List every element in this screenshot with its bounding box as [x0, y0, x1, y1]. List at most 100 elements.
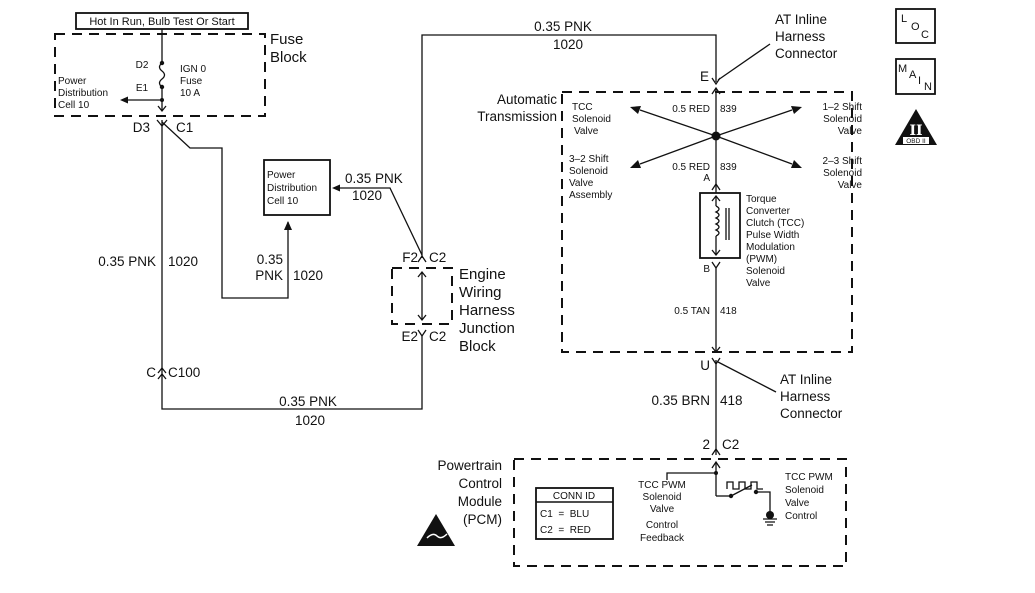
- conn-id-row-c2: C2 = RED: [540, 525, 591, 536]
- wire-to-pdc-box: [161, 121, 289, 299]
- c100-conn-label: C100: [168, 365, 200, 380]
- obd-ii-icon[interactable]: II OBD II: [895, 109, 937, 145]
- ground-icon: [766, 511, 774, 519]
- at-bottom-label-2: Harness: [780, 389, 831, 404]
- shift32-3: Valve: [569, 178, 594, 189]
- junction-f2-label: F2: [402, 250, 418, 265]
- pcm-label-1: Powertrain: [437, 458, 502, 473]
- shift12-1: 1–2 Shift: [823, 102, 863, 113]
- fuse-rating: 10 A: [180, 88, 200, 99]
- wire-mid-color: PNK: [255, 268, 283, 283]
- at-bottom-label-3: Connector: [780, 406, 843, 421]
- shift32-2: Solenoid: [569, 166, 608, 177]
- fuse-type: Fuse: [180, 76, 203, 87]
- control-3: Valve: [785, 498, 810, 509]
- wire-brn-gauge: 0.35 BRN: [651, 393, 710, 408]
- obd-caption: OBD II: [906, 138, 926, 145]
- pwm-label-6: (PWM): [746, 254, 777, 265]
- hot-in-run-text: Hot In Run, Bulb Test Or Start: [89, 16, 234, 28]
- at-pin-e-label: E: [700, 69, 709, 84]
- conn-id-table: CONN ID C1 = BLU C2 = RED: [535, 487, 614, 540]
- wire-839-upper-circuit: 839: [720, 104, 737, 115]
- hot-in-run-label: Hot In Run, Bulb Test Or Start: [75, 12, 249, 30]
- tcc-pwm-solenoid: [699, 192, 741, 259]
- main-a: A: [909, 69, 917, 81]
- tcc-valve-2: Solenoid: [572, 114, 611, 125]
- automatic-transmission: Automatic Transmission 0.5 RED 839 0.5 R…: [477, 86, 863, 354]
- conn-c1-label: C1: [176, 120, 193, 135]
- transmission-label-1: Automatic: [497, 92, 557, 107]
- wire-bottom-circuit: 1020: [295, 413, 325, 428]
- arrow-12shift-icon: [791, 106, 802, 114]
- pcm-label-3: Module: [458, 494, 502, 509]
- at-pin-u-label: U: [700, 358, 710, 373]
- wire-top-circuit: 1020: [553, 37, 583, 52]
- main-i: I: [918, 75, 921, 87]
- junction-label-1: Engine: [459, 266, 506, 283]
- wire-pdc-gauge: 0.35 PNK: [345, 171, 403, 186]
- arrow-left-icon: [332, 184, 340, 192]
- junction-label-4: Junction: [459, 320, 515, 337]
- wire-bottom-gauge: 0.35 PNK: [279, 394, 337, 409]
- arrow-tcc-icon: [630, 106, 641, 114]
- tcc-valve-3: Valve: [574, 126, 599, 137]
- engine-wiring-harness-junction-block: F2 C2 E2 C2 Engine Wiring Harness Juncti…: [391, 250, 515, 355]
- feedback-3: Valve: [650, 504, 675, 515]
- pcm-pin-2-label: 2: [702, 437, 710, 452]
- wire-tan-gauge: 0.5 TAN: [674, 306, 710, 317]
- wire-mid-gauge: 0.35: [257, 252, 283, 267]
- junction-label-3: Harness: [459, 302, 515, 319]
- control-4: Control: [785, 511, 817, 522]
- main-icon[interactable]: M A I N: [895, 58, 936, 95]
- at-top-label-3: Connector: [775, 46, 838, 61]
- at-bottom-label-1: AT Inline: [780, 372, 832, 387]
- pdc-ref-line-1: Power: [58, 76, 87, 87]
- arrow-left-icon: [120, 96, 128, 104]
- pdc-line-3: Cell 10: [267, 196, 299, 207]
- pin-a-label: A: [703, 173, 710, 184]
- wire-839-lower-gauge: 0.5 RED: [672, 162, 710, 173]
- tcc-valve-1: TCC: [572, 102, 593, 113]
- wire-839-upper-gauge: 0.5 RED: [672, 104, 710, 115]
- fuse-icon: [158, 62, 166, 88]
- loc-icon[interactable]: L O C: [895, 8, 936, 44]
- fuse-block: Fuse Block D2 E1 IGN 0 Fuse 10 A Power D…: [54, 29, 307, 117]
- junction-e2-label: E2: [401, 329, 418, 344]
- pwm-label-8: Valve: [746, 278, 771, 289]
- arrow-up-icon: [284, 221, 292, 230]
- at-top-label-2: Harness: [775, 29, 826, 44]
- shift12-3: Valve: [838, 126, 863, 137]
- wire-bottom: [161, 336, 423, 410]
- wire-left-circuit: 1020: [168, 254, 198, 269]
- fuse-name: IGN 0: [180, 64, 207, 75]
- fuse-block-label-2: Block: [270, 49, 307, 66]
- leader-line: [717, 43, 771, 81]
- pwm-label-3: Clutch (TCC): [746, 218, 804, 229]
- pdc-line-2: Distribution: [267, 183, 317, 194]
- c100-pin-label: C: [146, 365, 156, 380]
- loc-c: C: [921, 29, 929, 41]
- main-m: M: [898, 63, 907, 75]
- pwm-label-5: Modulation: [746, 242, 795, 253]
- wire-mid-circuit: 1020: [293, 268, 323, 283]
- pwm-label-2: Converter: [746, 206, 791, 217]
- conn-id-row-c1: C1 = BLU: [540, 509, 589, 520]
- pwm-signal-icon: [726, 481, 763, 490]
- feedback-1: TCC PWM: [638, 480, 686, 491]
- arrow-32shift-icon: [630, 160, 641, 168]
- shift12-2: Solenoid: [823, 114, 862, 125]
- wire-top-gauge: 0.35 PNK: [534, 19, 592, 34]
- feedback-2: Solenoid: [643, 492, 682, 503]
- pwm-label-4: Pulse Width: [746, 230, 799, 241]
- wire-left-gauge: 0.35 PNK: [98, 254, 156, 269]
- switch-icon: [730, 484, 753, 497]
- junction-label-2: Wiring: [459, 284, 502, 301]
- junction-c2-top-label: C2: [429, 250, 446, 265]
- wire-839-lower-circuit: 839: [720, 162, 737, 173]
- conn-id-title: CONN ID: [553, 491, 595, 502]
- shift32-4: Assembly: [569, 190, 612, 201]
- pin-d2-label: D2: [136, 60, 149, 71]
- arrow-down-icon: [157, 105, 167, 113]
- obd-numeral: II: [909, 123, 922, 139]
- wire-brn-circuit: 418: [720, 393, 743, 408]
